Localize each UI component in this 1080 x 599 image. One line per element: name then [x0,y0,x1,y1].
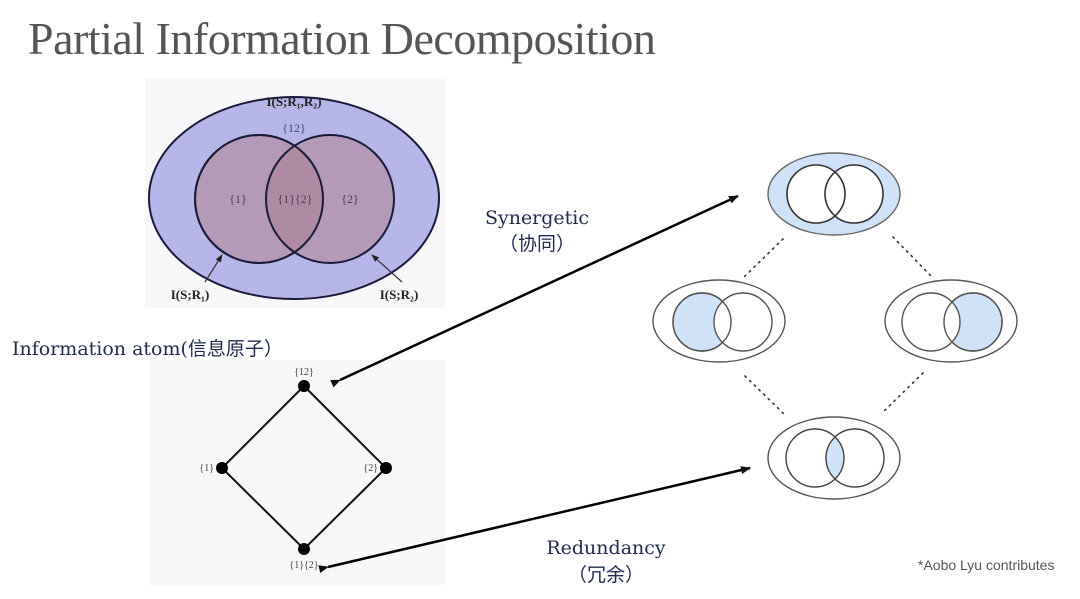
redundancy-label-zh: （冗余） [567,564,644,586]
venn-redundant-label: {1}{2} [277,192,312,206]
venn-synergy-set-label: {12} [282,121,306,135]
credit-note: *Aobo Lyu contributes [918,557,1055,573]
venn-r1-pointer [204,254,223,283]
lattice-node-right [380,462,392,474]
lattice-edge-right-bottom [303,467,387,550]
lattice-label-right: {2} [363,463,378,474]
venn-diagram: I(S;R₁,R₂) {12} {1} {1}{2} {2} I(S;R₁) I… [148,94,440,302]
lattice-label-top: {12} [294,367,314,378]
lattice-label-bottom: {1}{2} [289,560,318,571]
venn-r2-label: I(S;R₂) [380,287,419,302]
synergy-arrow [330,194,739,388]
synergetic-label-en: Synergetic [484,207,590,229]
venn-total-label: I(S;R₁,R₂) [266,94,321,109]
venn-r1-label: I(S;R₁) [171,287,210,302]
mini-diagram-redundancy [767,416,901,500]
synergetic-label-zh: （协同） [498,233,575,255]
lattice-node-bottom [298,543,310,555]
lattice-edge-left-bottom [221,467,305,550]
synergetic-label: Synergetic （协同） [482,205,592,257]
venn-unique2-label: {2} [341,192,359,206]
venn-unique1-label: {1} [229,192,247,206]
mini-diagram-synergy [767,152,901,236]
mini-lattice-connectors [741,236,933,415]
lattice-edge-top-right [303,385,387,469]
mini-diagram-unique1 [652,279,786,363]
information-atom-heading: Information atom(信息原子） [12,338,283,360]
information-lattice: {12} {1} {2} {1}{2} [199,367,392,571]
lattice-node-left [216,462,228,474]
lattice-label-left: {1} [199,463,214,474]
venn-overlap [266,135,323,263]
redundancy-arrow [318,466,751,573]
lattice-node-top [298,380,310,392]
lattice-edge-top-left [221,385,305,469]
redundancy-label: Redundancy （冗余） [536,535,676,589]
mini-diagram-unique2 [884,279,1018,363]
redundancy-label-en: Redundancy [546,537,666,559]
slide-title: Partial Information Decomposition [28,13,656,64]
venn-circle-r1-outline [194,134,324,264]
